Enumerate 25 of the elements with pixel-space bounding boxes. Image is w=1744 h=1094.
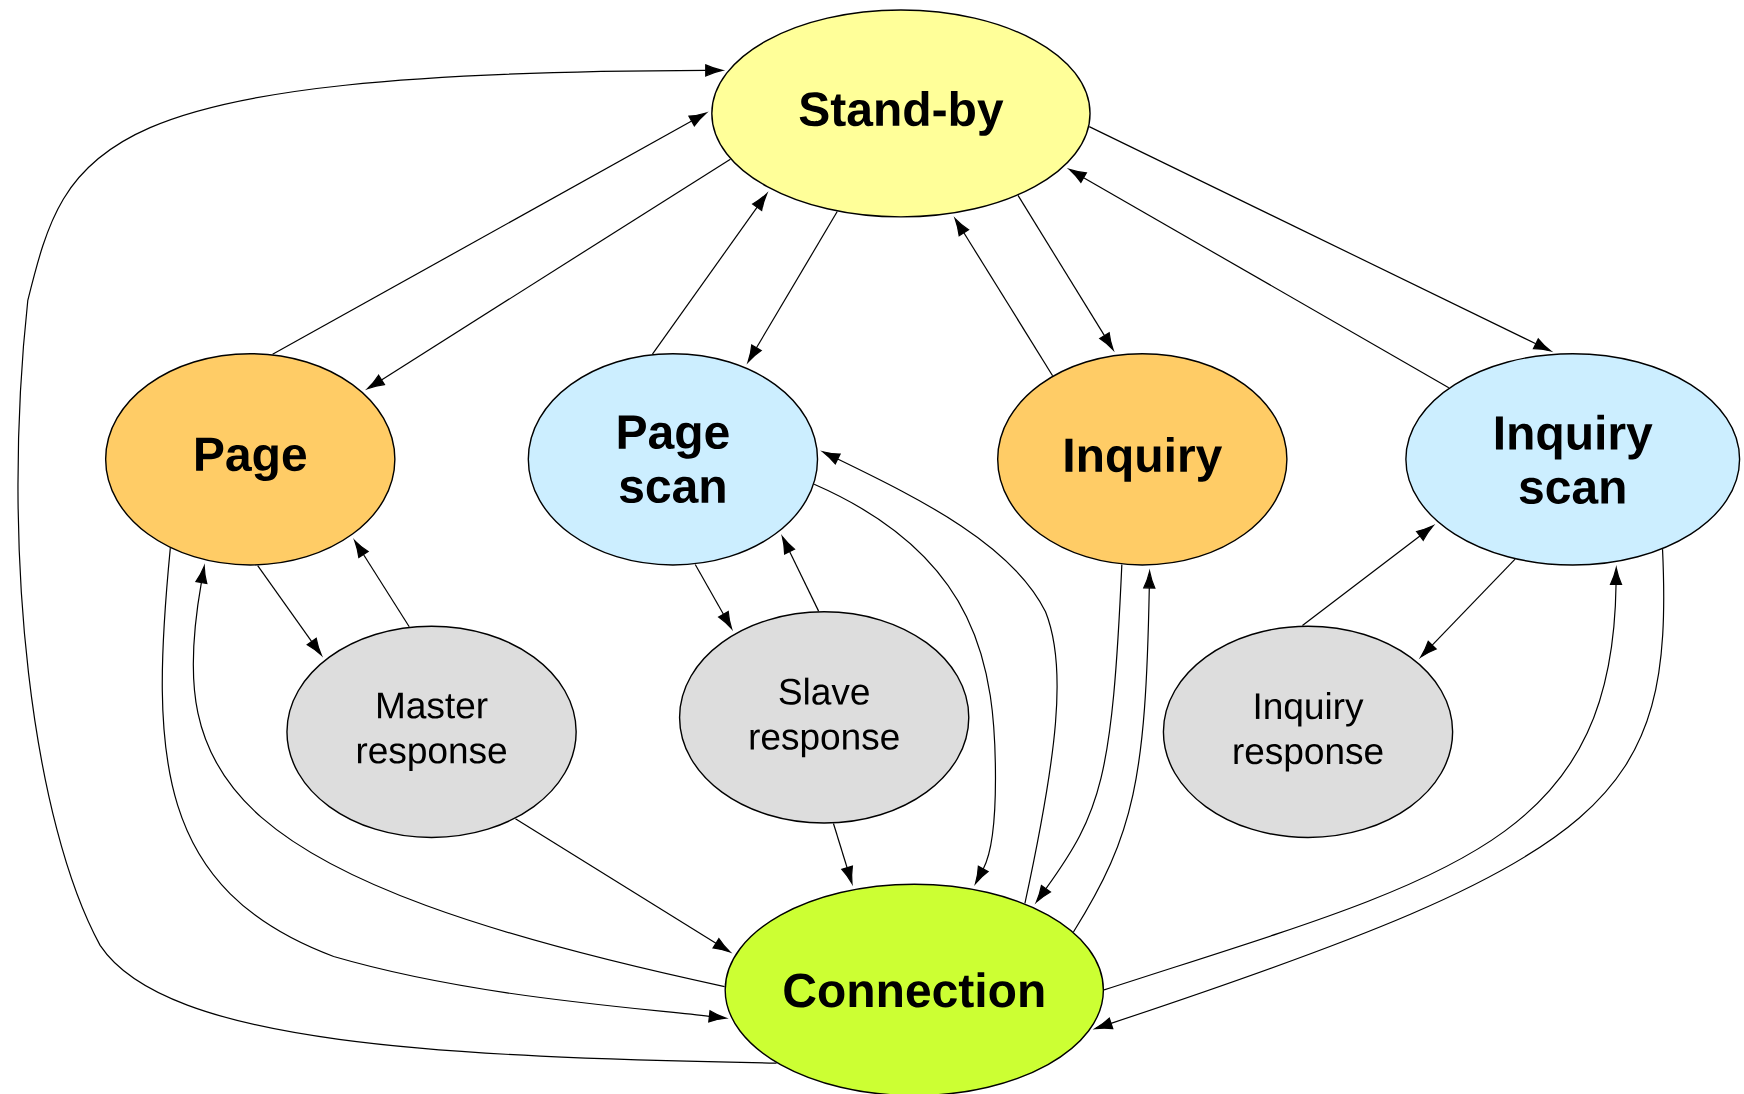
arrow — [781, 536, 820, 612]
arrow — [161, 547, 727, 1023]
arrow — [257, 564, 322, 656]
arrow — [514, 818, 731, 953]
arrow — [813, 483, 997, 885]
arrow — [1103, 567, 1623, 991]
arrow — [694, 563, 733, 630]
arrow — [366, 158, 731, 390]
arrow — [17, 64, 778, 1064]
arrow — [1301, 525, 1434, 627]
arrow — [832, 822, 853, 885]
arrow — [822, 451, 1058, 905]
arrow — [1035, 564, 1123, 903]
arrow — [1072, 570, 1156, 933]
arrow — [1420, 558, 1516, 658]
arrow — [651, 193, 768, 355]
arrow — [1017, 194, 1114, 351]
arrow — [272, 112, 707, 355]
arrow — [1088, 126, 1552, 352]
arrow — [954, 218, 1054, 377]
arrow — [354, 539, 410, 628]
arrow — [192, 565, 726, 988]
arrow — [1094, 548, 1665, 1030]
arrow — [1068, 168, 1450, 389]
arrow — [747, 210, 838, 363]
